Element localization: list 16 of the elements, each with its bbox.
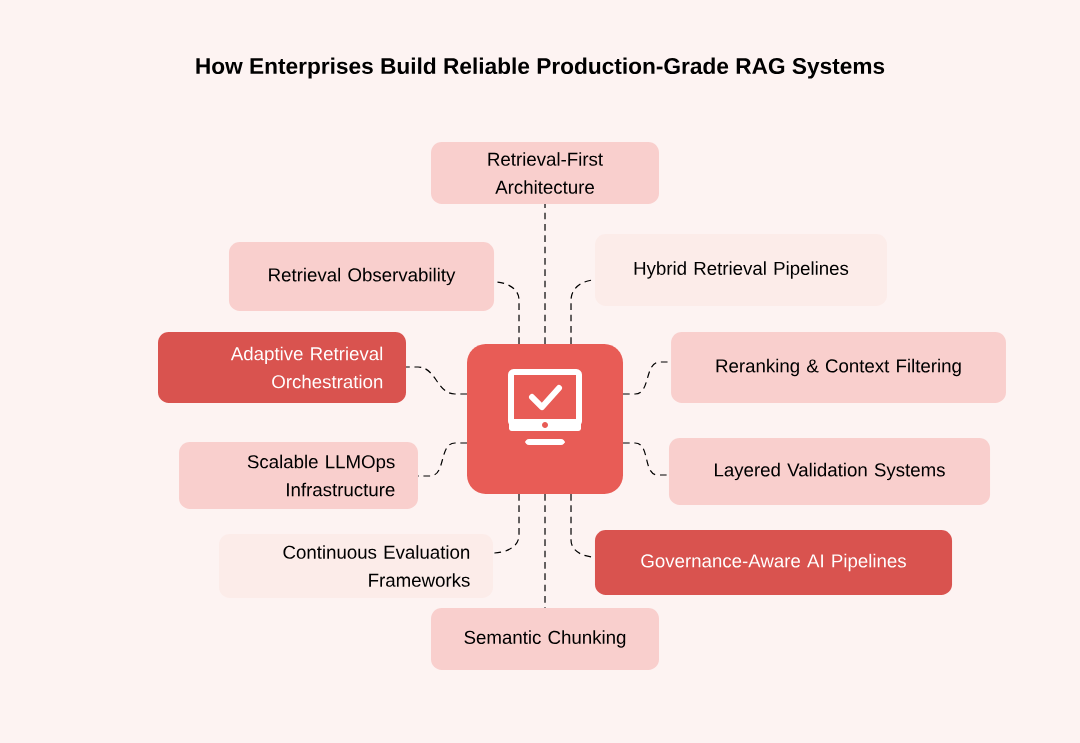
topic-box: Retrieval Observability <box>228 241 495 312</box>
connector <box>405 366 468 395</box>
topic-box: Layered Validation Systems <box>669 438 991 505</box>
topic-box: Retrieval-First Architecture <box>431 142 659 204</box>
connector <box>622 442 670 476</box>
topic-box: Continuous Evaluation Frameworks <box>219 534 493 598</box>
topic-box: Adaptive Retrieval Orchestration <box>158 332 406 403</box>
topic-box: Governance-Aware AI Pipelines <box>595 529 953 596</box>
topic-box: Reranking & Context Filtering <box>671 332 1006 403</box>
connector <box>544 493 546 609</box>
topic-box: Scalable LLMOps Infrastructure <box>179 442 418 509</box>
connector <box>417 442 468 477</box>
topic-box: Hybrid Retrieval Pipelines <box>595 234 887 306</box>
connector <box>544 203 546 345</box>
topic-box: Semantic Chunking <box>431 608 659 670</box>
title: How Enterprises Build Reliable Production-Grade RAG Systems <box>196 57 885 79</box>
